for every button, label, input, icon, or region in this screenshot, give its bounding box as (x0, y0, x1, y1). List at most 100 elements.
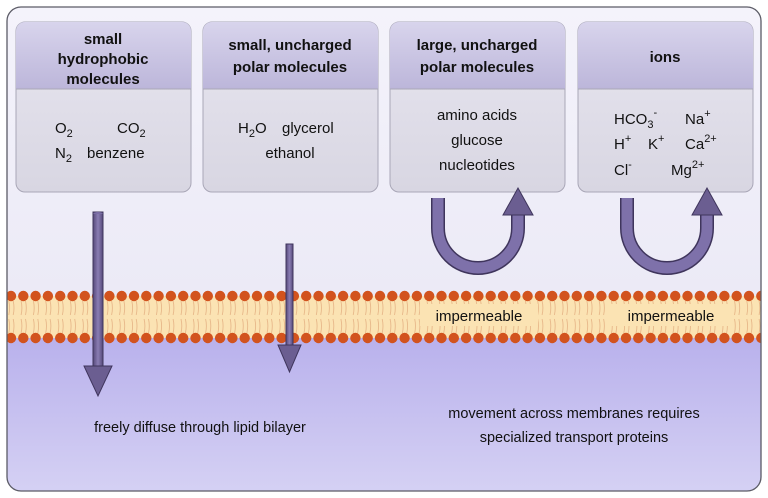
lipid-tail (8, 300, 11, 316)
lipid-head (522, 332, 533, 344)
lipid-head (387, 332, 398, 344)
lipid-head (485, 290, 496, 302)
lipid-tail (574, 318, 576, 334)
lipid-tail (340, 318, 343, 334)
lipid-tail (369, 318, 372, 334)
lipid-head (301, 332, 312, 344)
lipid-head (362, 290, 373, 302)
lipid-tail (192, 318, 195, 334)
lipid-tail (221, 318, 224, 334)
lipid-tail (131, 300, 134, 316)
lipid-tail (82, 300, 84, 316)
lipid-head (460, 290, 472, 302)
lipid-tail (357, 300, 359, 316)
lipid-tail (12, 318, 15, 334)
lipid-tail (61, 318, 64, 334)
lipid-tail (168, 318, 170, 334)
lipid-head (522, 290, 533, 302)
lipid-tail (148, 300, 150, 316)
category-box-large-polar: large, uncharged polar molecules amino a… (389, 21, 566, 193)
lipid-tail (365, 318, 367, 334)
lipid-tail (401, 300, 404, 316)
lipid-head (559, 332, 570, 344)
lipid-head (153, 290, 164, 302)
lipid-tail (209, 300, 212, 316)
lipid-head (141, 290, 152, 302)
lipid-tail (184, 300, 187, 316)
lipid-head (731, 290, 742, 302)
caption-permeable: freely diffuse through lipid bilayer (94, 420, 306, 436)
lipid-head (104, 290, 115, 302)
lipid-tail (205, 318, 207, 334)
molecule-o2: O2 (55, 120, 73, 140)
lipid-head (214, 290, 226, 302)
lipid-tail (332, 318, 335, 334)
molecule-water: H2O (238, 120, 267, 140)
lipid-head (350, 290, 361, 302)
lipid-tail (561, 318, 564, 334)
lipid-tail (553, 300, 556, 316)
lipid-head (424, 332, 435, 344)
lipid-head (251, 332, 263, 344)
lipid-tail (283, 318, 286, 334)
lipid-tail (271, 300, 273, 316)
lipid-tail (45, 300, 47, 316)
lipid-head (731, 332, 742, 344)
lipid-head (620, 290, 632, 302)
category-title-line: hydrophobic (58, 51, 149, 68)
lipid-head (497, 332, 509, 344)
ion-chloride: Cl- (614, 159, 632, 179)
lipid-tail (37, 300, 40, 316)
lipid-tail (209, 318, 212, 334)
lipid-tail (578, 300, 581, 316)
lipid-tail (242, 318, 244, 334)
lipid-tail (25, 300, 27, 316)
lipid-tail (381, 300, 384, 316)
lipid-head (325, 290, 336, 302)
lipid-tail (155, 318, 158, 334)
lipid-head (214, 332, 226, 344)
lipid-head (682, 290, 693, 302)
lipid-tail (135, 300, 138, 316)
lipid-head (583, 332, 595, 344)
lipid-head (42, 290, 54, 302)
lipid-head (190, 332, 201, 344)
lipid-tail (160, 300, 163, 316)
lipid-tail (328, 300, 330, 316)
ion-potassium: K+ (648, 133, 664, 153)
lipid-head (534, 290, 546, 302)
lipid-tail (377, 318, 380, 334)
diffusion-arrow-hydrophobic (83, 211, 113, 398)
lipid-tail (57, 318, 60, 334)
lipid-tail (738, 318, 741, 334)
lipid-tail (246, 300, 249, 316)
lipid-tail (123, 318, 126, 334)
lipid-head (399, 290, 410, 302)
lipid-tail (106, 300, 109, 316)
category-boxes: small hydrophobic molecules O2 CO2 N2 be… (15, 21, 754, 193)
lipid-head (313, 332, 324, 344)
uturn-arrow-large-polar (431, 186, 534, 275)
molecule-nucleotides: nucleotides (439, 157, 515, 174)
lipid-tail (258, 300, 261, 316)
lipid-head (706, 290, 718, 302)
lipid-head (202, 290, 213, 302)
lipid-tail (603, 300, 605, 316)
lipid-head (411, 332, 423, 344)
lipid-tail (25, 318, 27, 334)
lipid-head (42, 332, 54, 344)
lipid-tail (266, 318, 269, 334)
lipid-head (165, 332, 177, 344)
lipid-tail (82, 318, 84, 334)
lipid-head (67, 332, 78, 344)
molecule-co2: CO2 (117, 120, 146, 140)
lipid-tail (303, 318, 306, 334)
lipid-head (473, 332, 484, 344)
caption-impermeable-line1: movement across membranes requires (448, 406, 699, 422)
lipid-tail (229, 318, 232, 334)
lipid-tail (234, 300, 236, 316)
lipid-tail (258, 318, 261, 334)
lipid-tail (598, 318, 601, 334)
category-title-line: ions (650, 49, 681, 66)
